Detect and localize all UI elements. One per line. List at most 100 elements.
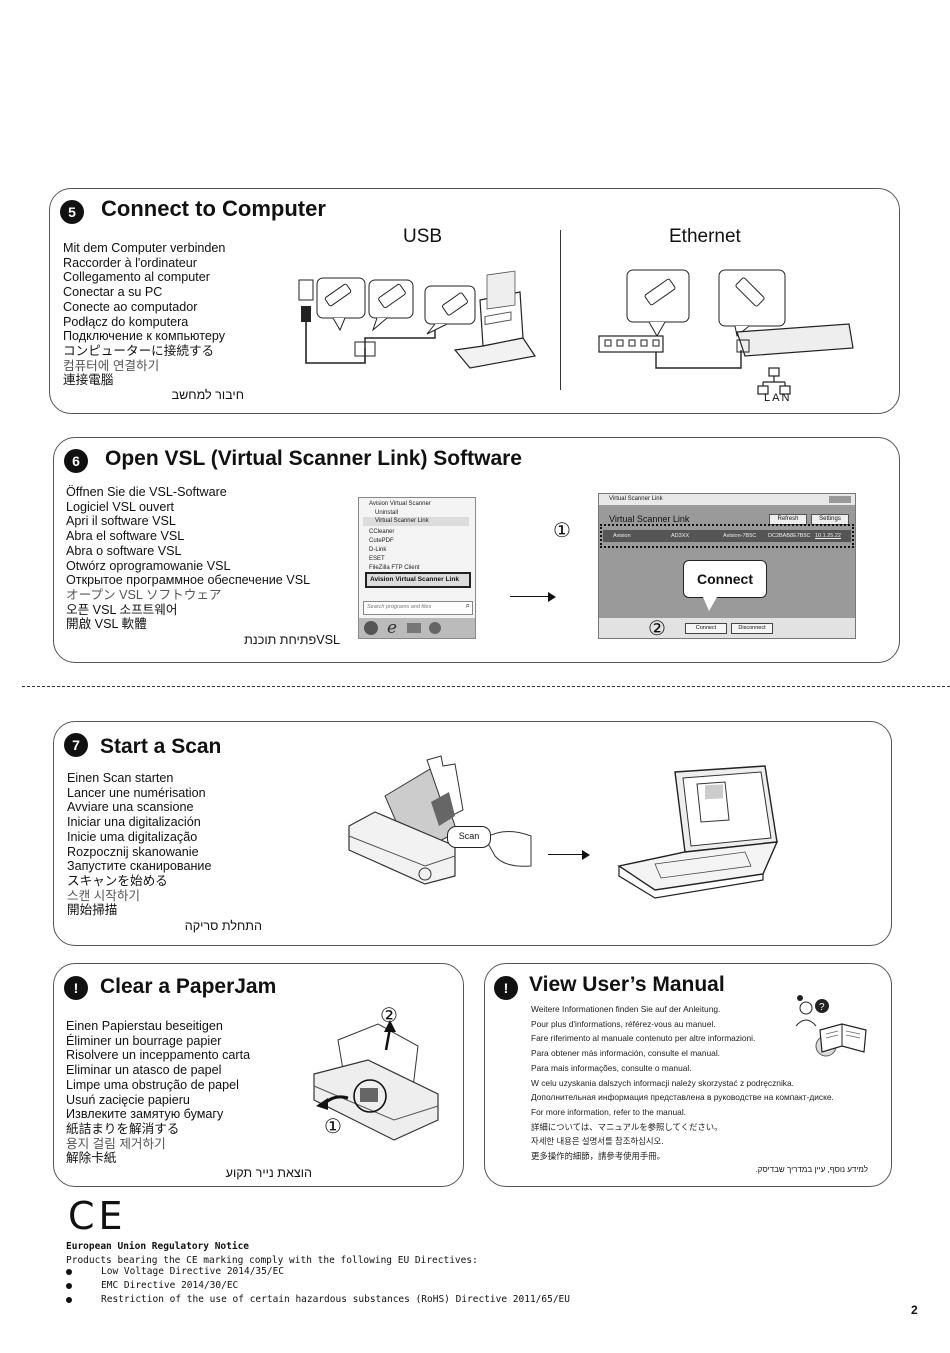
scan-line: Avviare una scansione [67,800,194,815]
arrow-right-head [582,850,590,860]
connect-title: Connect to Computer [101,196,326,221]
connect-line: Подключение к компьютеру [63,329,226,344]
connect-line: Collegamento al computer [63,270,211,285]
folder-icon [407,623,421,633]
manual-badge: ! [494,976,518,1000]
usb-label: USB [403,226,443,247]
step-5-badge: 5 [60,200,84,224]
section-separator [22,686,950,687]
manual-hebrew: למידע נוסף, עיין במדריך שבדיסק. [755,1165,868,1174]
vsl-title: Open VSL (Virtual Scanner Link) Software [105,447,522,470]
jam-title: Clear a PaperJam [100,975,277,998]
vsl-line: Öffnen Sie die VSL-Software [66,485,227,499]
menu-search-box: Search programs and files ⌕ [363,601,473,615]
vsl-line: 開啟 VSL 軟體 [66,617,147,632]
connect-button[interactable]: Connect [685,623,727,634]
menu-item: Virtual Scanner Link [375,518,429,524]
manual-line: For more information, refer to the manua… [531,1106,687,1117]
manual-line: 자세한 내용은 설명서를 참조하십시오. [531,1136,664,1147]
jam-line: Risolvere un inceppamento carta [66,1048,251,1063]
vsl-window-screenshot: Virtual Scanner Link Virtual Scanner Lin… [598,493,856,639]
menu-search-placeholder: Search programs and files [367,604,432,610]
connect-line: Conecte ao computador [63,299,198,314]
vsl-step-2: ② [648,616,666,640]
device-ip: 10.1.25.22 [815,533,841,539]
menu-item: ESET [369,556,385,562]
connect-hebrew: חיבור למחשב [171,388,244,402]
device-row[interactable]: Avision AD3XX Avision-7B5C DC2BAB8E7B5C … [603,530,851,542]
manual-line: Para obtener más información, consulte e… [531,1048,721,1059]
jam-lines: Einen Papierstau beseitigen Éliminer un … [66,1019,250,1166]
jam-step-2: ② [380,1003,398,1027]
window-title: Virtual Scanner Link [609,496,663,502]
bullet [66,1283,72,1289]
vsl-line: Abra o software VSL [66,543,182,558]
vsl-line: Logiciel VSL ouvert [66,499,175,514]
vsl-hebrew: VSLפתיחת תוכנת [244,633,340,647]
vsl-line: Otwórz oprogramowanie VSL [66,558,231,573]
connect-bubble-label: Connect [697,571,753,587]
scan-line: 스캔 시작하기 [67,888,141,903]
connect-lines: Mit dem Computer verbinden Raccorder à l… [63,241,225,388]
menu-item: CutePDF [369,538,394,544]
bullet [66,1269,72,1275]
scan-hebrew: התחלת סריקה [184,919,262,933]
menu-item: D-Link [369,547,387,553]
media-icon [429,622,441,634]
menu-item: FileZilla FTP Client [369,565,420,571]
connect-line: Podłącz do komputera [63,314,189,329]
manual-line: 詳細については、マニュアルを参照してください。 [531,1121,723,1132]
menu-item: CCleaner [369,529,395,535]
vsl-menu-highlight-label: Avision Virtual Scanner Link [370,576,460,583]
device-name: Avision-7B5C [723,533,757,539]
device-vendor: Avision [613,533,631,539]
manual-line: Fare riferimento al manuale contenuto pe… [531,1033,756,1044]
vsl-line: Открытое программное обеспечение VSL [66,573,311,588]
disconnect-button[interactable]: Disconnect [731,623,773,634]
jam-line: Éliminer un bourrage papier [66,1033,222,1048]
jam-line: Извлеките замятую бумагу [66,1107,224,1122]
scan-line: 開始掃描 [67,903,118,918]
browser-icon: e [387,618,398,638]
manual-line: Дополнительная информация представлена в… [531,1092,834,1103]
manual-line: Pour plus d'informations, référez-vous a… [531,1018,716,1029]
window-footer [599,618,855,638]
menu-item: Uninstall [375,510,399,516]
scan-button-label: Scan [458,831,480,841]
connect-line: Mit dem Computer verbinden [63,241,226,255]
start-menu-screenshot: Avision Virtual Scanner Uninstall Virtua… [358,497,476,639]
ethernet-label: Ethernet [669,226,741,247]
scan-line: Inicie uma digitalização [67,829,198,844]
windows-start-icon [364,621,378,635]
connect-line: Conectar a su PC [63,285,163,300]
vsl-step-1: ① [553,518,571,542]
jam-line: 解除卡紙 [66,1151,117,1166]
bullet [66,1297,72,1303]
manual-illustration: ? [795,995,867,1057]
jam-step-1: ① [324,1114,342,1138]
jam-line: Eliminar un atasco de papel [66,1063,222,1078]
connect-bubble: Connect [683,560,767,598]
eu-title: European Union Regulatory Notice [66,1241,250,1252]
connect-line: 컴퓨터에 연결하기 [63,358,160,373]
svg-text:?: ? [819,1002,825,1013]
eu-directive: Restriction of the use of certain hazard… [101,1294,570,1305]
connect-line: Raccorder à l'ordinateur [63,255,198,270]
window-heading: Virtual Scanner Link [609,514,690,524]
vsl-menu-highlight: Avision Virtual Scanner Link [365,572,471,588]
page-number: 2 [911,1303,918,1317]
device-row-highlight [600,524,854,548]
paper-jam-illustration [313,1020,439,1141]
scan-lines: Einen Scan starten Lancer une numérisati… [67,771,211,918]
manual-lines: Weitere Informationen finden Sie auf der… [531,1002,834,1164]
scan-button-callout[interactable]: Scan [447,826,491,848]
vsl-line: Apri il software VSL [66,514,176,529]
eu-directive: Low Voltage Directive 2014/35/EC [101,1266,285,1277]
usb-ethernet-divider [560,230,561,390]
laptop-illustration [617,765,779,899]
lan-label: LAN [764,392,792,404]
usb-illustration [298,270,537,369]
menu-item: Avision Virtual Scanner [369,501,431,507]
manual-line: 更多操作的細節，請參考使用手冊。 [531,1151,665,1162]
